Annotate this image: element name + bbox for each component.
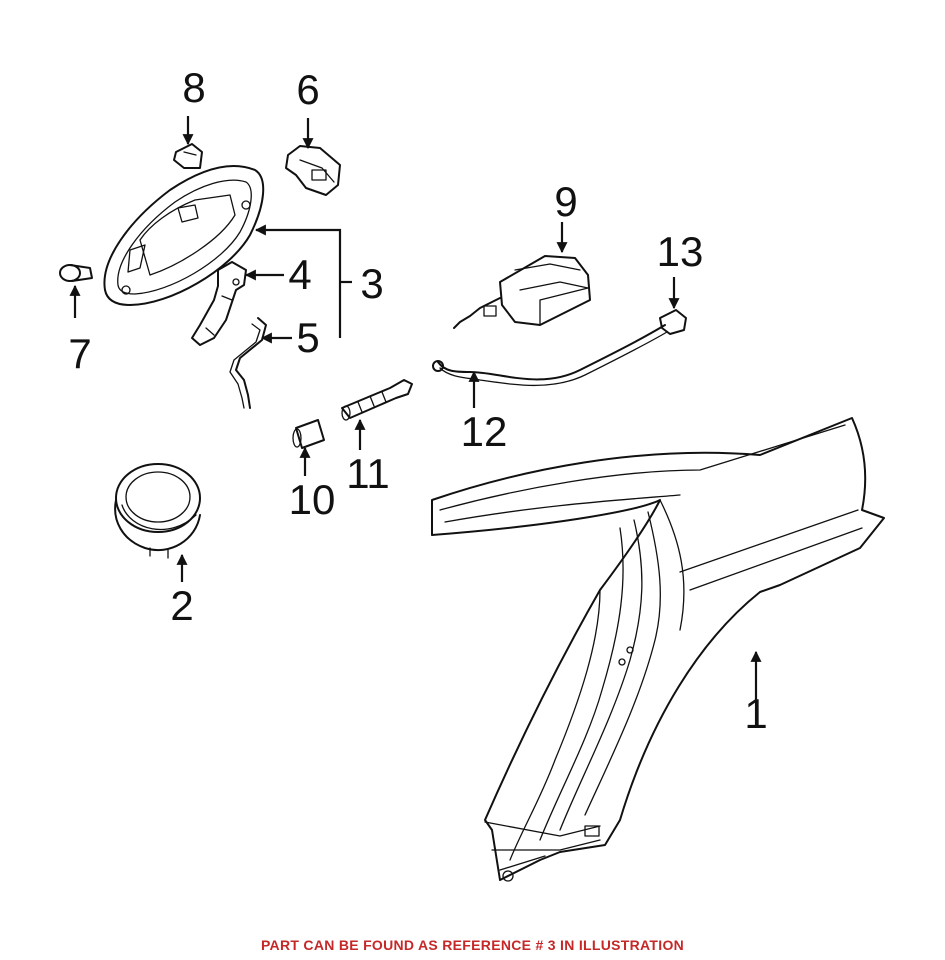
- callout-13: 13: [657, 228, 704, 275]
- fuel-door-hinge: [191, 261, 247, 346]
- lock-actuator: [453, 255, 591, 329]
- quarter-panel: [431, 417, 885, 882]
- sleeve: [292, 419, 325, 449]
- fuel-door: [103, 165, 265, 306]
- callout-6: 6: [296, 66, 319, 113]
- lock-bracket: [285, 145, 341, 196]
- callout-11: 11: [346, 450, 390, 497]
- door-bumper: [173, 143, 203, 169]
- callout-5: 5: [296, 314, 319, 361]
- fuel-door-spring: [229, 317, 267, 409]
- leader-lines: [69, 116, 762, 700]
- callout-2: 2: [170, 582, 193, 629]
- locking-pin: [341, 379, 413, 421]
- clip: [59, 264, 93, 282]
- callout-12: 12: [461, 408, 508, 455]
- callout-8: 8: [182, 64, 205, 111]
- callout-9: 9: [554, 178, 577, 225]
- fuel-filler-housing: [114, 463, 201, 559]
- release-cable: [432, 324, 668, 387]
- grommet: [659, 309, 687, 335]
- callout-10: 10: [289, 476, 336, 523]
- callout-7: 7: [68, 330, 91, 377]
- callout-1: 1: [744, 690, 767, 737]
- callout-4: 4: [288, 251, 311, 298]
- reference-caption: PART CAN BE FOUND AS REFERENCE # 3 IN IL…: [260, 937, 685, 953]
- callout-labels: 1 2 3 4 5 6 7 8 9 10 11 12 13: [68, 64, 767, 737]
- callout-3: 3: [360, 260, 383, 307]
